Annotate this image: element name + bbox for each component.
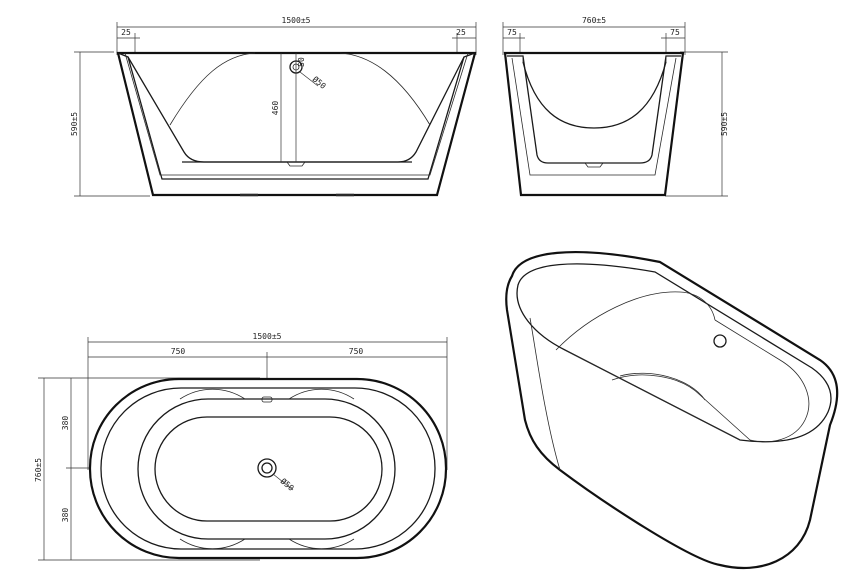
top-half-left-label: 750 bbox=[171, 347, 186, 356]
side-width-label: 760±5 bbox=[582, 16, 606, 25]
front-tub-body bbox=[116, 51, 477, 197]
side-height-dimension: 590±5 bbox=[665, 51, 729, 197]
side-width-dimension: 760±5 75 75 bbox=[502, 16, 686, 55]
top-drain: Ø50 bbox=[257, 458, 297, 493]
front-depth-dimension: 460 50 bbox=[271, 53, 306, 162]
top-length-dimension: 1500±5 750 750 bbox=[87, 332, 448, 470]
front-height-dimension: 590±5 bbox=[70, 51, 150, 197]
side-rim-right-label: 75 bbox=[670, 28, 680, 37]
top-tub-outline bbox=[88, 377, 448, 560]
top-half-right-label: 750 bbox=[349, 347, 364, 356]
front-rim-right-label: 25 bbox=[456, 28, 466, 37]
top-view: 1500±5 750 750 760±5 380 380 bbox=[34, 332, 448, 561]
top-drain-diameter-label: Ø50 bbox=[279, 476, 297, 493]
front-length-dimension: 1500±5 25 25 bbox=[116, 16, 477, 55]
side-view: 760±5 75 75 590±5 bbox=[502, 16, 729, 197]
front-overflow-drain: Ø50 bbox=[286, 60, 329, 167]
perspective-view bbox=[505, 251, 839, 570]
side-height-label: 590±5 bbox=[720, 112, 729, 136]
front-height-label: 590±5 bbox=[70, 112, 79, 136]
front-rim-drain-label: 50 bbox=[297, 57, 306, 67]
top-width-dimension: 760±5 380 380 bbox=[34, 377, 260, 561]
front-drain-diameter-label: Ø50 bbox=[311, 74, 329, 91]
top-half-top-label: 380 bbox=[61, 416, 70, 431]
front-view: 1500±5 25 25 590±5 460 50 bbox=[70, 16, 477, 197]
side-tub-body bbox=[503, 51, 685, 197]
front-rim-left-label: 25 bbox=[121, 28, 131, 37]
top-width-label: 760±5 bbox=[34, 458, 43, 482]
front-depth-label: 460 bbox=[271, 101, 280, 116]
front-length-label: 1500±5 bbox=[282, 16, 311, 25]
top-half-bottom-label: 380 bbox=[61, 508, 70, 523]
top-length-label: 1500±5 bbox=[253, 332, 282, 341]
side-rim-left-label: 75 bbox=[507, 28, 517, 37]
